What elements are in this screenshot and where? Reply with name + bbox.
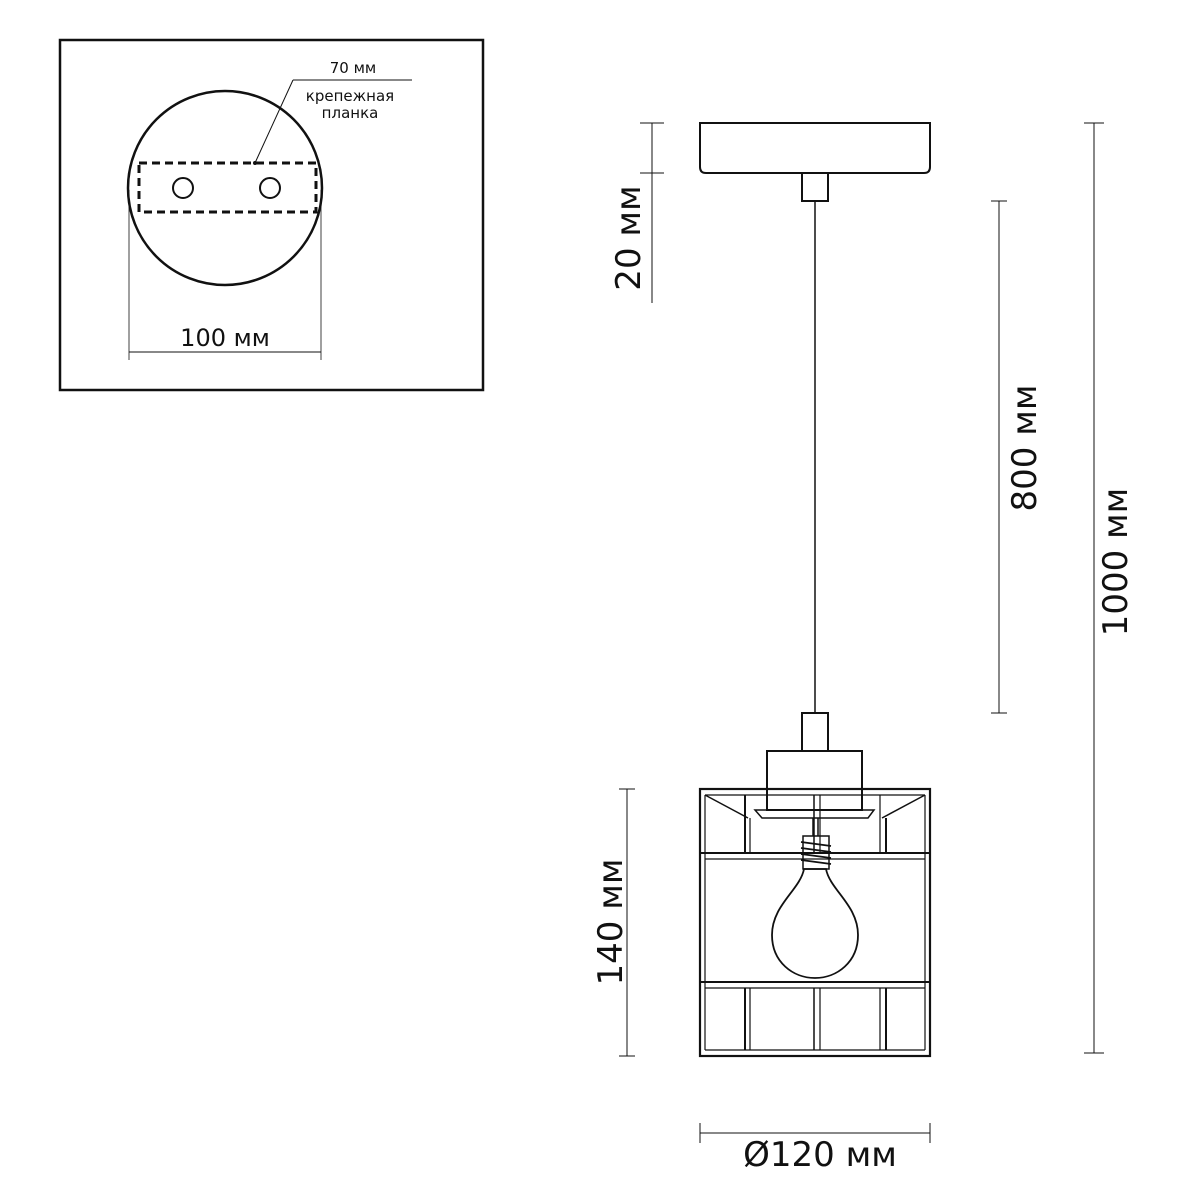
plate-label-line1: крепежная [306,87,394,105]
dim-shade-diameter: Ø120 мм [743,1135,897,1175]
mounting-hole-left [172,177,194,199]
wire-cage-shade [698,787,932,1058]
light-bulb [771,818,859,979]
canopy-body [699,122,931,174]
dimension-shade-height: 140 мм [591,788,635,1057]
cage-outline [698,787,932,1058]
dimension-cord-length: 800 мм [991,200,1045,714]
pendant-side-view [698,122,932,1058]
dim-canopy-diameter: 100 мм [180,324,270,352]
inset-frame [58,38,485,392]
socket-cord-grip [801,712,829,752]
dim-shade-height: 140 мм [591,858,631,985]
socket-flange [753,809,876,819]
bulb-glass [771,868,859,979]
leader-dot [253,161,257,165]
dimension-shade-diameter: Ø120 мм [699,1123,931,1175]
dim-total-height: 1000 мм [1096,488,1136,637]
dim-mounting-spacing: 70 мм [330,59,377,77]
plate-label-line2: планка [322,104,379,122]
canopy-cord-grip [801,172,829,202]
dimension-total-height: 1000 мм [1084,122,1136,1054]
dim-canopy-height: 20 мм [609,185,649,290]
canopy-top-view-inset: 70 мм крепежная планка 100 мм [58,38,485,392]
mounting-plate-dashed [137,161,318,214]
plate-leader-line [254,79,294,164]
dim-cord-length: 800 мм [1005,384,1045,511]
dimension-canopy-height: 20 мм [609,122,664,303]
canopy-circle [126,89,324,287]
mounting-hole-right [259,177,281,199]
